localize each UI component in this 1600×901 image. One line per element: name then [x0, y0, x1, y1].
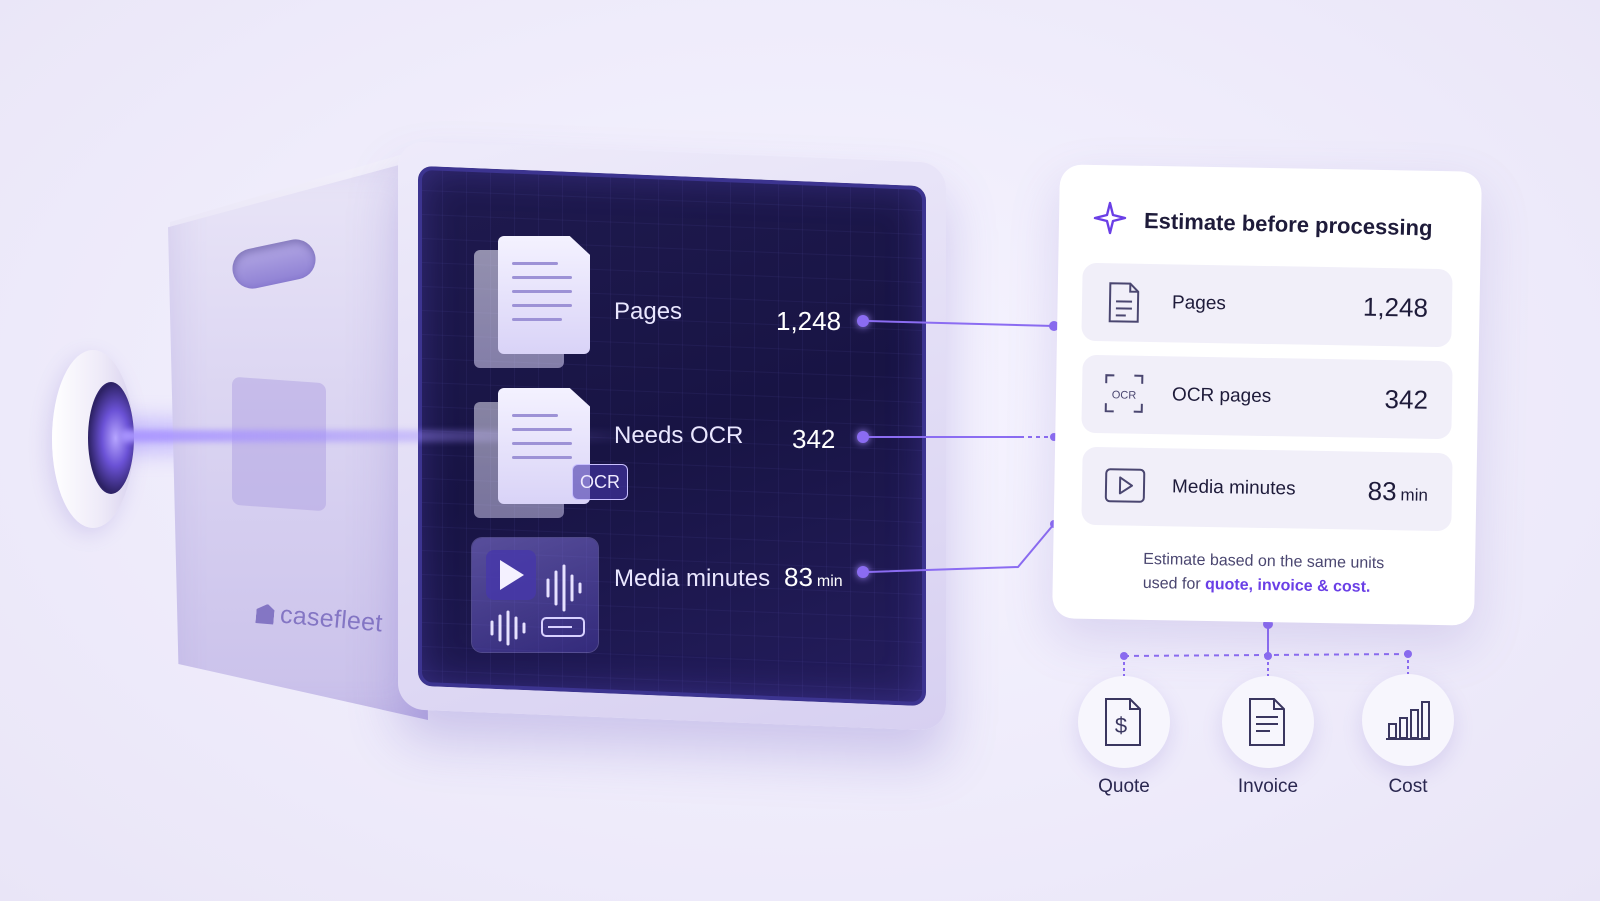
- pages-stack-icon: [472, 236, 592, 372]
- estimate-row-ocr: OCR OCR pages 342: [1081, 354, 1453, 440]
- play-icon: [1104, 468, 1146, 503]
- connector-dot-media: [857, 566, 869, 578]
- estimate-label-pages: Pages: [1171, 292, 1227, 315]
- svg-text:OCR: OCR: [1112, 389, 1137, 401]
- cost-label: Cost: [1388, 776, 1428, 797]
- estimate-row-pages: Pages 1,248: [1081, 262, 1453, 348]
- screen-label-media: Media minutes: [614, 565, 771, 592]
- dollar-document-icon: $: [1105, 698, 1141, 746]
- sparkle-icon: [1093, 201, 1127, 235]
- document-icon: [1108, 282, 1140, 323]
- connector-dot-pages: [857, 315, 869, 327]
- estimate-value-pages: 1,248: [1362, 291, 1429, 323]
- screen-value-pages: 1,248: [776, 306, 842, 336]
- estimate-label-media: Media minutes: [1171, 476, 1296, 500]
- media-icon-tile: [472, 538, 598, 652]
- quote-output: $: [1078, 676, 1170, 768]
- connector-dot-ocr: [857, 431, 869, 443]
- invoice-label: Invoice: [1237, 776, 1299, 797]
- invoice-icon: [1249, 698, 1285, 746]
- estimate-label-ocr: OCR pages: [1171, 384, 1272, 408]
- cost-output: [1362, 674, 1454, 766]
- estimate-note: Estimate based on the same units used fo…: [1143, 548, 1385, 600]
- estimate-note-line2: used for quote, invoice & cost.: [1142, 574, 1371, 596]
- doc-front: [498, 236, 590, 354]
- screen-value-ocr: 342: [792, 424, 836, 454]
- screen-label-pages: Pages: [614, 298, 683, 325]
- invoice-output: [1222, 676, 1314, 768]
- estimate-value-ocr: 342: [1384, 384, 1429, 415]
- media-waveform-icon: [486, 550, 585, 646]
- ocr-badge: OCR: [572, 464, 628, 500]
- screen-label-ocr: Needs OCR: [614, 422, 744, 449]
- svg-text:$: $: [1115, 713, 1127, 738]
- ocr-scan-icon: OCR: [1104, 374, 1144, 413]
- quote-label: Quote: [1098, 776, 1150, 797]
- bar-chart-icon: [1386, 701, 1430, 740]
